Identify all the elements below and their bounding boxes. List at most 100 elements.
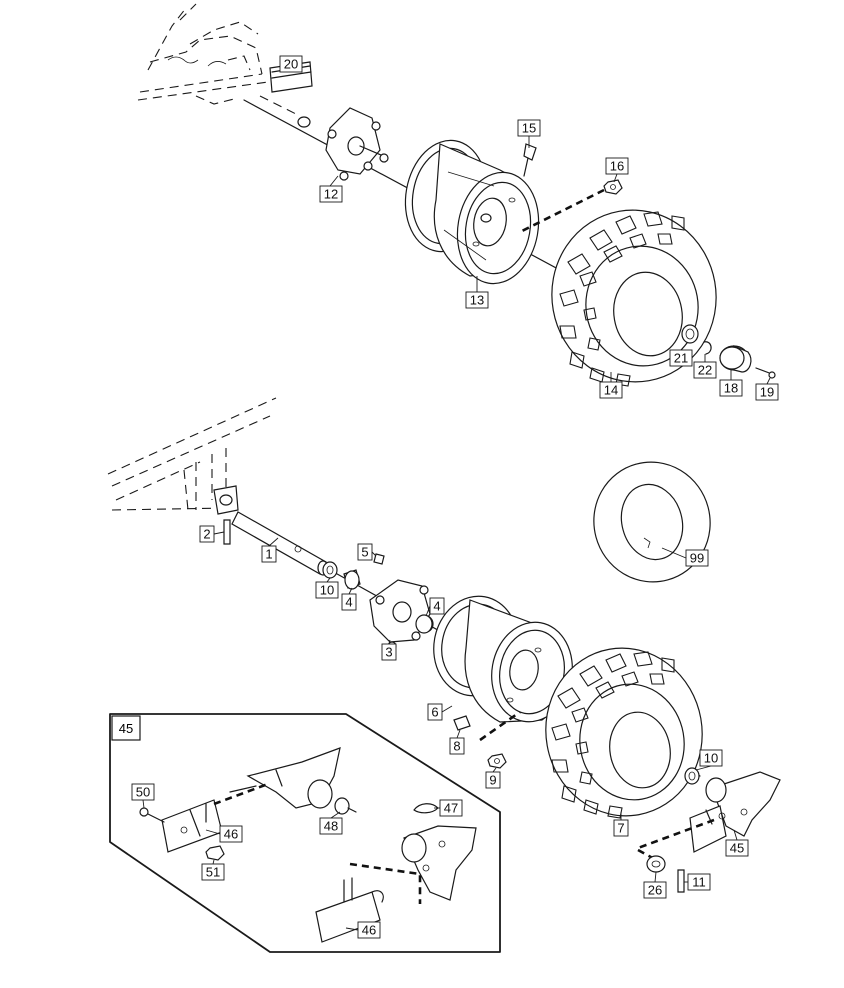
- inset-part-51-nut: [205, 845, 225, 861]
- callout-c50: 50: [131, 783, 155, 801]
- callout-label: 20: [284, 57, 298, 72]
- callout-label: 8: [453, 739, 460, 754]
- part-19-bolt: [755, 367, 776, 379]
- part-8-valve: [453, 715, 471, 731]
- pin-path-lower-right: [637, 818, 715, 850]
- part-3-hub: [369, 579, 434, 651]
- part-13-rim: [404, 139, 540, 285]
- part-1-axle-tube: [213, 485, 329, 576]
- callout-label: 6: [431, 705, 438, 720]
- callout-label: 48: [324, 819, 338, 834]
- inset-guide-path-a: [213, 782, 269, 806]
- leader-line: [654, 871, 657, 883]
- part-10-washer-outer: [684, 767, 700, 785]
- callout-c46a: 46: [219, 825, 243, 843]
- callout-c2: 2: [199, 525, 215, 543]
- callout-label: 10: [320, 583, 334, 598]
- leader-line: [348, 587, 353, 595]
- callout-c10b: 10: [699, 749, 723, 767]
- callout-label: 19: [760, 385, 774, 400]
- callout-c6: 6: [427, 703, 443, 721]
- pin-dash-top: [259, 95, 301, 117]
- part-5-grease-fitting: [373, 553, 385, 565]
- callout-c1: 1: [261, 545, 277, 563]
- callout-c47: 47: [439, 799, 463, 817]
- leader-line: [326, 577, 331, 583]
- callout-c8: 8: [449, 737, 465, 755]
- callout-label: 46: [224, 827, 238, 842]
- callout-c19: 19: [755, 383, 779, 401]
- tread-pattern-bottom: [551, 651, 675, 819]
- callout-c4b: 4: [429, 597, 445, 615]
- leader-line: [371, 551, 377, 557]
- callout-c4a: 4: [341, 593, 357, 611]
- callout-label: 9: [489, 773, 496, 788]
- callout-c99: 99: [685, 549, 709, 567]
- leader-line: [613, 173, 618, 183]
- callout-label: 14: [604, 383, 618, 398]
- leader-line: [425, 605, 431, 617]
- inset-45-panel: [109, 713, 501, 953]
- part-99-inner-tube: [593, 461, 711, 583]
- part-7-tire: [545, 647, 703, 819]
- part-10-washer-inner: [322, 561, 338, 579]
- callout-c9: 9: [485, 771, 501, 789]
- leader-line: [330, 811, 341, 819]
- tractor-frame-top: [137, 3, 269, 105]
- callout-c16: 16: [605, 157, 629, 175]
- callout-c45: 45: [725, 839, 749, 857]
- callout-label: 46: [362, 923, 376, 938]
- inset-part-bracket: [229, 747, 341, 809]
- leader-line: [766, 377, 771, 385]
- part-14-tire: [551, 209, 717, 387]
- frame-lower: [107, 397, 277, 511]
- callout-c46b: 46: [357, 921, 381, 939]
- callout-label: 51: [206, 865, 220, 880]
- part-16-nut: [603, 179, 623, 195]
- callout-c15: 15: [517, 119, 541, 137]
- part-6-rim: [433, 595, 573, 723]
- leader-line: [329, 175, 339, 187]
- callout-label: 11: [692, 875, 706, 890]
- part-11-pin: [677, 869, 685, 893]
- callout-label: 18: [724, 381, 738, 396]
- callout-label: 21: [674, 351, 688, 366]
- callout-label: 45: [730, 841, 744, 856]
- leader-line: [142, 799, 145, 809]
- part-12-hub: [297, 107, 389, 181]
- callout-label: 4: [433, 599, 440, 614]
- leader-line: [695, 765, 712, 771]
- callout-leaders: [142, 136, 771, 931]
- callout-label: 13: [470, 293, 484, 308]
- callout-label: 1: [265, 547, 272, 562]
- callout-c14: 14: [599, 381, 623, 399]
- inset-part-46-plate-upper: [161, 799, 223, 853]
- leader-line: [680, 341, 689, 351]
- part-4-bushing-a: [343, 569, 361, 590]
- leader-line: [213, 531, 225, 535]
- callout-c10a: 10: [315, 581, 339, 599]
- callout-c12: 12: [319, 185, 343, 203]
- callout-label: 99: [690, 551, 704, 566]
- inset-part-46-plate-lower: [315, 877, 384, 943]
- leader-line: [388, 639, 391, 645]
- callout-label: 12: [324, 187, 338, 202]
- part-22-clip: [703, 341, 712, 355]
- leader-line: [441, 705, 453, 713]
- callout-label: 4: [345, 595, 352, 610]
- inset-guide-path-b: [349, 862, 422, 904]
- callout-label: 26: [648, 883, 662, 898]
- callout-c3: 3: [381, 643, 397, 661]
- leader-line: [268, 537, 279, 547]
- callout-c21: 21: [669, 349, 693, 367]
- callout-c18: 18: [719, 379, 743, 397]
- callout-c5: 5: [357, 543, 373, 561]
- part-15-valve: [523, 143, 537, 177]
- leader-line: [733, 829, 738, 841]
- callout-label: 50: [136, 785, 150, 800]
- leader-line: [661, 547, 687, 559]
- pin-path-lower-right-2: [637, 848, 661, 864]
- part-45-latch: [689, 771, 781, 853]
